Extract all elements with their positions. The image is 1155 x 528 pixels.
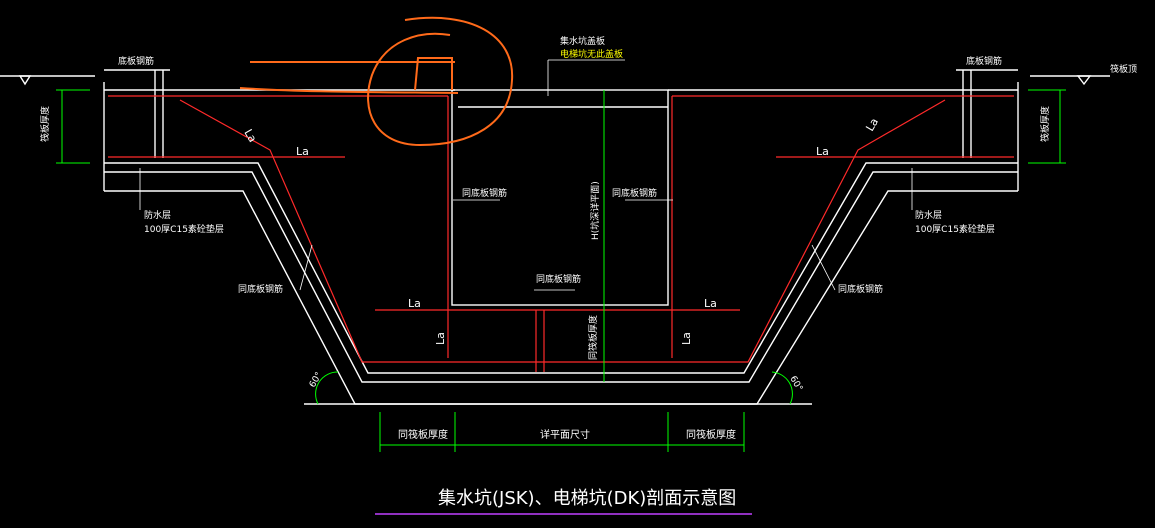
label-la-7: La	[434, 332, 447, 345]
label-same-bar-inner-right: 同底板钢筋	[612, 187, 657, 199]
label-la-6: La	[863, 116, 881, 134]
label-same-bar-slope-right: 同底板钢筋	[838, 283, 883, 295]
label-pit-depth: H(坑深详平面)	[589, 181, 601, 240]
label-cushion-left: 100厚C15素砼垫层	[144, 223, 224, 235]
label-la-3: La	[408, 297, 421, 310]
leader-lines	[139, 59, 913, 291]
structure-outline	[0, 69, 1110, 405]
dimension-lines	[56, 89, 1066, 452]
label-pit-cover-elevator: 电梯坑无此盖板	[560, 48, 623, 60]
drawing-title: 集水坑(JSK)、电梯坑(DK)剖面示意图	[438, 488, 736, 509]
label-dim-right: 同筏板厚度	[686, 428, 736, 441]
label-slab-thickness-right: 筏板厚度	[1039, 106, 1051, 142]
label-floor-level: 筏板顶	[1110, 63, 1137, 75]
label-bottom-thickness: 同筏板厚度	[587, 315, 599, 360]
label-la-4: La	[704, 297, 717, 310]
label-la-8: La	[680, 332, 693, 345]
label-la-5: La	[241, 127, 259, 145]
label-waterproof-left: 防水层	[144, 209, 171, 221]
label-dim-mid: 详平面尺寸	[540, 428, 590, 441]
label-la-1: La	[296, 145, 309, 158]
label-la-2: La	[816, 145, 829, 158]
label-waterproof-right: 防水层	[915, 209, 942, 221]
label-slab-thickness-left: 筏板厚度	[39, 106, 51, 142]
label-angle-left: 60°	[308, 371, 325, 390]
label-same-bar-inner-left: 同底板钢筋	[462, 187, 507, 199]
label-same-bar-slope-left: 同底板钢筋	[238, 283, 283, 295]
label-dim-left: 同筏板厚度	[398, 428, 448, 441]
orange-markup	[239, 16, 514, 147]
label-bottom-bar-right: 底板钢筋	[966, 55, 1002, 67]
label-same-bar-bottom: 同底板钢筋	[536, 273, 581, 285]
label-cushion-right: 100厚C15素砼垫层	[915, 223, 995, 235]
label-pit-cover: 集水坑盖板	[560, 35, 605, 47]
label-bottom-bar-left: 底板钢筋	[118, 55, 154, 67]
rebar-lines	[108, 95, 1014, 372]
